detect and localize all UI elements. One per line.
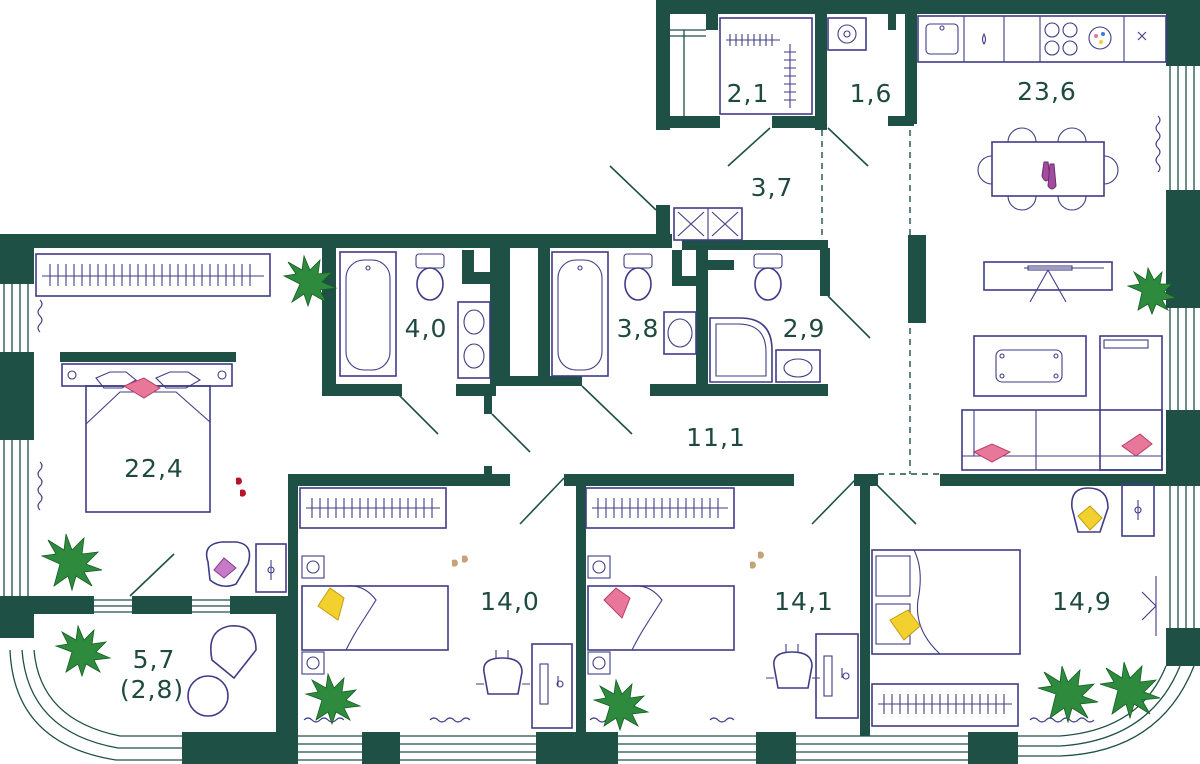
sink-icon <box>925 23 959 55</box>
stove-icon <box>1044 22 1078 56</box>
sink-icon <box>457 301 491 379</box>
room-labels: 2,1 1,6 23,6 3,7 4,0 3,8 2,9 11,1 22,4 5… <box>120 77 1112 704</box>
doors <box>129 127 940 597</box>
shoes-icon <box>750 551 764 569</box>
wardrobe-icon <box>585 487 735 529</box>
bed-icon <box>301 555 449 675</box>
area-label-shower: 2,9 <box>783 314 826 343</box>
wardrobe-icon <box>719 17 813 115</box>
washer-icon <box>827 17 867 51</box>
wardrobe-icon <box>35 253 271 297</box>
bathtub-icon <box>551 251 609 377</box>
sofa <box>961 335 1163 471</box>
plant-icon <box>1126 266 1178 316</box>
toilet-icon <box>753 253 783 301</box>
area-label-entry: 3,7 <box>751 173 794 202</box>
chair-icon <box>205 541 287 593</box>
bed-icon <box>871 549 1021 655</box>
shoes-icon <box>452 555 468 567</box>
balcony-furniture <box>187 625 257 717</box>
area-label-bedroom4: 14,9 <box>1052 587 1112 616</box>
shoes-icon <box>236 477 246 497</box>
bathtub-icon <box>339 251 397 377</box>
area-label-bath2: 3,8 <box>617 314 660 343</box>
kitchen-counter <box>917 15 1167 63</box>
drop-icon <box>981 32 987 45</box>
area-label-balcony: 5,7 <box>133 645 176 674</box>
area-label-master-bedroom: 22,4 <box>124 454 184 483</box>
plant-icon <box>54 624 112 678</box>
plant-icon <box>592 678 650 732</box>
desk-icon <box>766 633 859 719</box>
wardrobe-icon <box>299 487 447 529</box>
wardrobe-icon <box>871 683 1019 727</box>
plant-icon <box>304 672 362 726</box>
bed-icon <box>61 363 233 513</box>
sink-icon <box>663 311 697 355</box>
area-label-kitchen-living: 23,6 <box>1017 77 1077 106</box>
bowl-icon <box>1088 26 1112 50</box>
shower-icon <box>709 317 773 383</box>
sink-icon <box>775 349 821 383</box>
plant-icon <box>1099 661 1161 720</box>
tv-unit <box>983 261 1113 303</box>
dining-table <box>977 127 1119 211</box>
area-label-bath1: 4,0 <box>405 314 448 343</box>
toilet-icon <box>623 253 653 301</box>
area-label-bedroom3: 14,1 <box>774 587 834 616</box>
balcony-door-icon <box>1141 576 1157 636</box>
area-label-bedroom2: 14,0 <box>480 587 540 616</box>
close-icon <box>1137 31 1147 41</box>
plant-icon <box>1037 665 1099 724</box>
desk-icon <box>476 643 573 729</box>
toilet-icon <box>415 253 445 301</box>
area-label-balcony-sub: (2,8) <box>120 675 184 704</box>
area-label-wardrobe: 2,1 <box>727 79 770 108</box>
plant-icon <box>40 533 103 592</box>
chair-icon <box>1071 483 1155 537</box>
entry-closet <box>673 207 743 241</box>
plant-icon <box>282 254 338 308</box>
windows <box>3 29 1195 761</box>
bed-icon <box>587 555 735 675</box>
area-label-hall: 11,1 <box>686 423 746 452</box>
area-label-laundry: 1,6 <box>850 79 893 108</box>
